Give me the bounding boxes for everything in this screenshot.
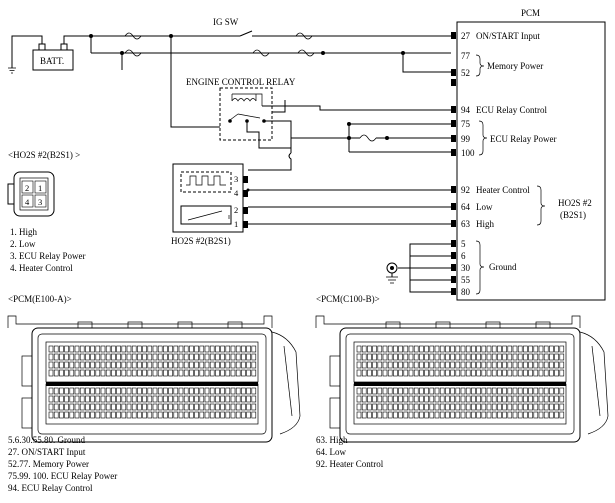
pcm-terminal-92 bbox=[451, 186, 456, 193]
pcm-pin-num: 64 bbox=[461, 202, 471, 212]
pcm-a-legend-item: 52.77. Memory Power bbox=[8, 459, 89, 469]
pcm-terminal-100 bbox=[451, 149, 456, 156]
ho2s-connector: <HO2S #2(B2S1) > 2 1 4 3 1. High 2. Low … bbox=[7, 150, 86, 273]
ecu-relay-power-label: ECU Relay Power bbox=[490, 134, 557, 144]
pcm-terminal-6 bbox=[451, 252, 456, 259]
pcm-pin-label: Heater Control bbox=[476, 185, 530, 195]
pcm-title: PCM bbox=[521, 8, 540, 18]
sensor-pin: 3 bbox=[234, 174, 238, 184]
ground-wiring bbox=[386, 243, 451, 293]
connector-legend-item: 1. High bbox=[10, 227, 38, 237]
connector-legend-item: 3. ECU Relay Power bbox=[10, 251, 86, 261]
sensor-pin: 4 bbox=[234, 188, 239, 198]
pcm-connector-a: <PCM(E100-A)> 5.6.30.55.80. Ground 27. O… bbox=[7, 294, 301, 493]
pcm-terminal-75 bbox=[451, 120, 456, 127]
pcm-b-title: <PCM(C100-B)> bbox=[316, 294, 380, 304]
pcm-b-legend-item: 64. Low bbox=[316, 447, 346, 457]
pcm-a-legend-item: 75.99. 100. ECU Relay Power bbox=[8, 471, 117, 481]
pcm-terminal-64 bbox=[451, 203, 456, 210]
pcm-terminal-5 bbox=[451, 240, 456, 247]
pcm-terminal-27 bbox=[451, 32, 456, 39]
ground-label: Ground bbox=[489, 262, 517, 272]
connector-cell: 3 bbox=[38, 197, 42, 207]
pcm-pin-num: 30 bbox=[461, 263, 471, 273]
connector-cell: 1 bbox=[38, 183, 42, 193]
relay-label: ENGINE CONTROL RELAY bbox=[186, 77, 296, 87]
pcm-pin-list: 27 ON/START Input 77 52 94 ECU Relay Con… bbox=[451, 31, 547, 297]
pcm-terminal-30 bbox=[451, 264, 456, 271]
connector-face-drawing bbox=[7, 315, 301, 443]
pcm-pin-num: 100 bbox=[461, 148, 475, 158]
pcm-pin-num: 94 bbox=[461, 105, 471, 115]
pcm-terminal-94 bbox=[451, 106, 456, 113]
pcm-pin-num: 27 bbox=[461, 31, 471, 41]
pcm-group-brackets: Memory Power ECU Relay Power HO2S #2 (B2… bbox=[475, 54, 592, 295]
pcm-terminal-55 bbox=[451, 276, 456, 283]
pcm-pin-num: 6 bbox=[461, 251, 466, 261]
pcm-pin-num: 52 bbox=[461, 68, 470, 78]
pcm-b-legend-item: 92. Heater Control bbox=[316, 459, 384, 469]
pcm-pin-num: 75 bbox=[461, 119, 471, 129]
pcm-pin-num: 55 bbox=[461, 275, 471, 285]
pcm-pin-label: High bbox=[476, 219, 495, 229]
pcm-pin-label: Low bbox=[476, 202, 493, 212]
pcm-a-legend-item: 94. ECU Relay Control bbox=[8, 483, 93, 493]
pcm-a-title: <PCM(E100-A)> bbox=[8, 294, 72, 304]
pcm-a-legend-item: 5.6.30.55.80. Ground bbox=[8, 435, 85, 445]
sensor-label: HO2S #2(B2S1) bbox=[171, 236, 231, 246]
pcm-pin-num: 63 bbox=[461, 219, 471, 229]
ho2s-group-title: HO2S #2 bbox=[558, 198, 592, 208]
pcm-terminal-99 bbox=[451, 135, 456, 142]
pcm-pin-num: 92 bbox=[461, 185, 470, 195]
ig-sw-label: IG SW bbox=[213, 17, 239, 27]
pcm-box: PCM bbox=[456, 8, 606, 301]
pcm-terminal-77 bbox=[451, 79, 456, 86]
battery: BATT. bbox=[8, 35, 74, 74]
pcm-a-legend-item: 27. ON/START Input bbox=[8, 447, 86, 457]
pcm-terminal-80 bbox=[451, 288, 456, 295]
pcm-pin-num: 5 bbox=[461, 239, 466, 249]
connector-cell: 4 bbox=[25, 197, 30, 207]
ho2s-group-sub: (B2S1) bbox=[560, 210, 586, 220]
sensor-pin: 2 bbox=[234, 205, 238, 215]
connector-face-drawing bbox=[315, 315, 609, 443]
pcm-terminal-63 bbox=[451, 220, 456, 227]
pcm-connector-b: <PCM(C100-B)> 63. High 64. Low 92. Heate… bbox=[315, 294, 609, 469]
battery-label: BATT. bbox=[40, 56, 64, 66]
sensor-pin: 1 bbox=[234, 219, 238, 229]
connector-legend-item: 2. Low bbox=[10, 239, 36, 249]
ho2s-sensor: 3 4 2 1 HO2S #2(B2S1) bbox=[171, 163, 451, 246]
pcm-pin-num: 77 bbox=[461, 51, 471, 61]
pcm-pin-num: 99 bbox=[461, 134, 471, 144]
pcm-pin-label: ECU Relay Control bbox=[476, 105, 547, 115]
ho2s-connector-title: <HO2S #2(B2S1) > bbox=[8, 150, 80, 160]
battery-wiring: IG SW bbox=[63, 17, 451, 128]
pcm-pin-num: 80 bbox=[461, 287, 471, 297]
pcm-terminal-52 bbox=[451, 69, 456, 76]
ecu-relay-power-wiring bbox=[248, 122, 451, 171]
engine-control-relay: ENGINE CONTROL RELAY bbox=[186, 77, 451, 153]
connector-cell: 2 bbox=[25, 183, 29, 193]
memory-power-label: Memory Power bbox=[487, 61, 543, 71]
pcm-b-legend-item: 63. High bbox=[316, 435, 348, 445]
pcm-pin-label: ON/START Input bbox=[476, 31, 540, 41]
connector-legend-item: 4. Heater Control bbox=[10, 263, 73, 273]
